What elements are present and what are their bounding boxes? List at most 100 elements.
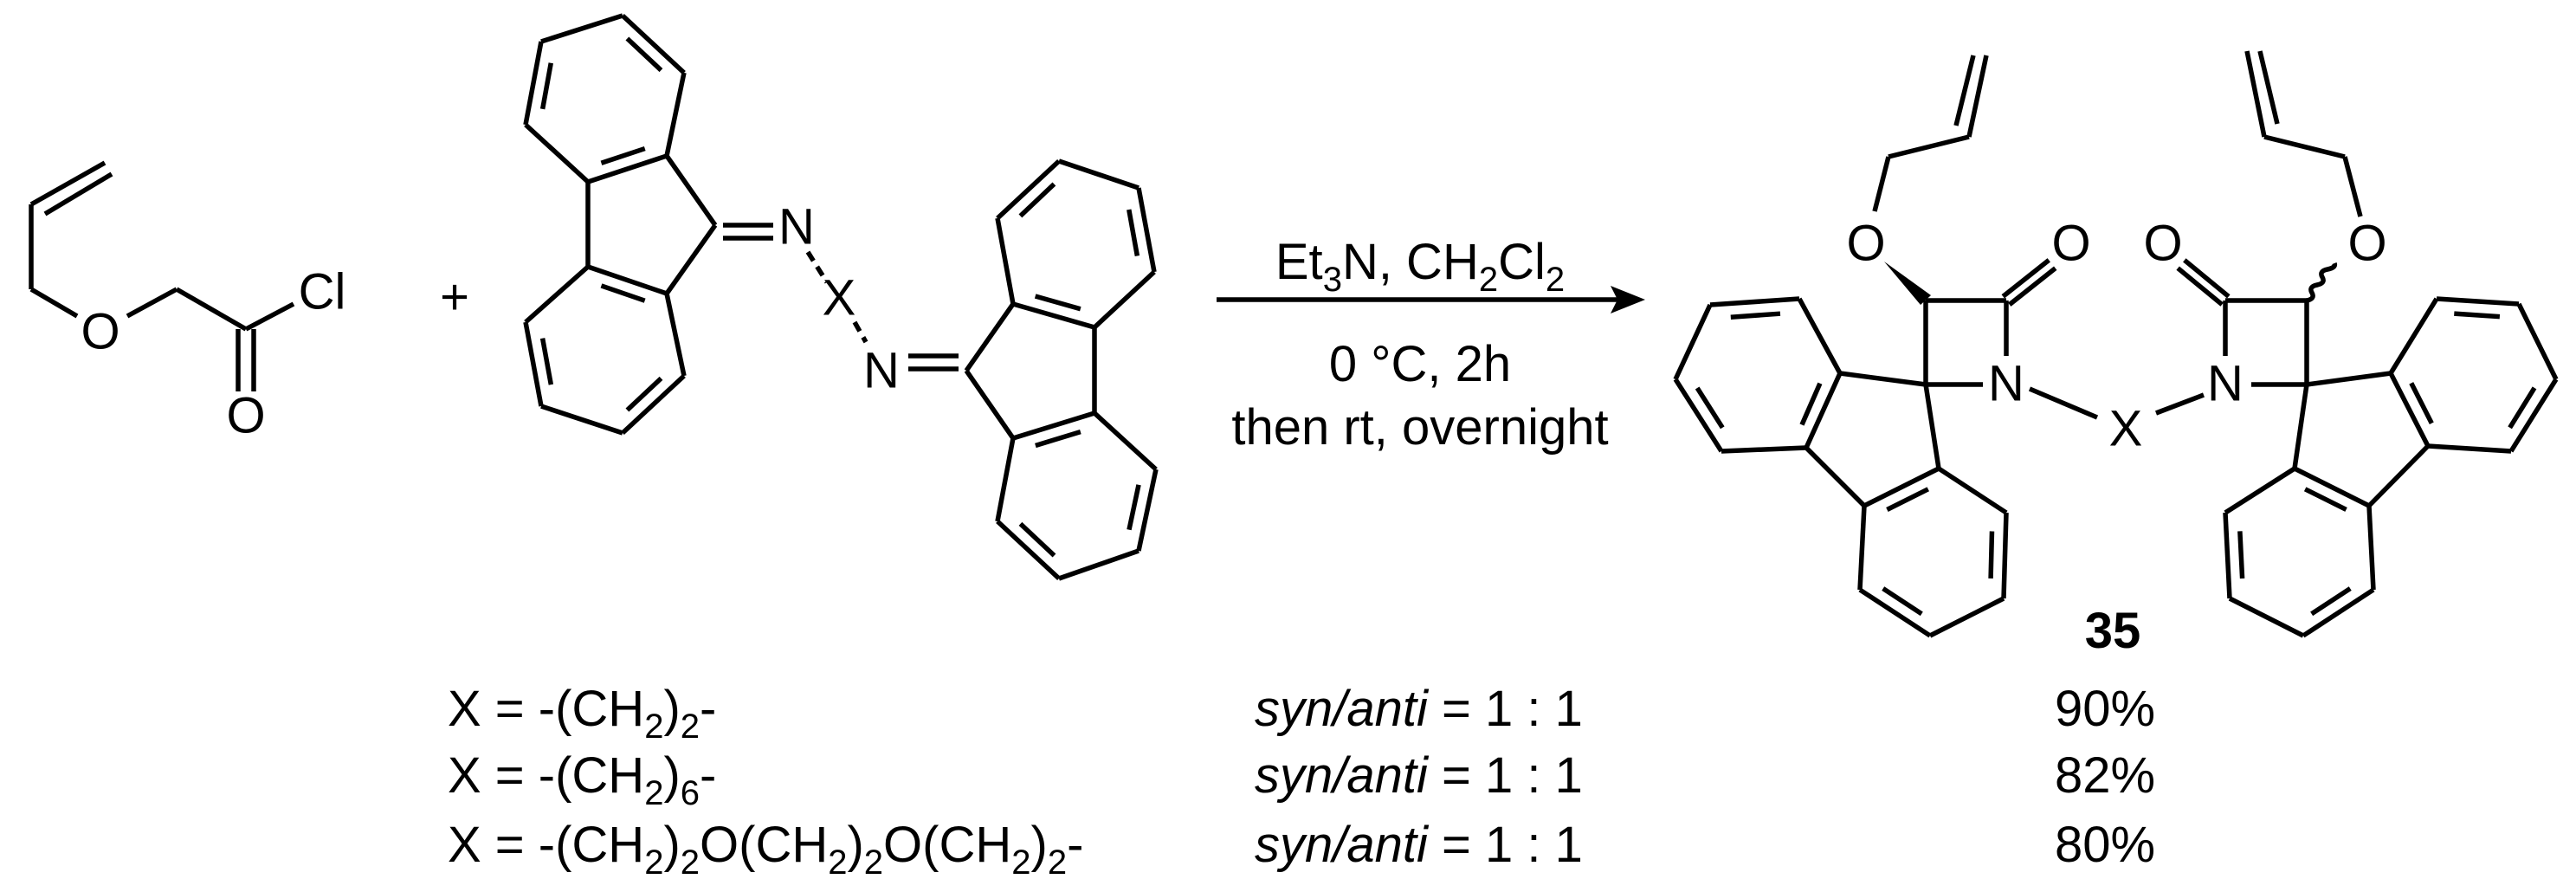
chain-bond [29,287,79,319]
ratio-label: syn/anti [1255,747,1430,804]
fluorene-ring-bond [1937,466,2008,515]
ratio-value: = 1 : 1 [1442,747,1583,804]
bond [664,154,718,227]
fluorene-ring-bond [664,293,687,377]
stereo-wedge [1884,262,1931,305]
bond [1923,384,1941,469]
bond [2292,384,2309,469]
atom-o-allyl-left: O [1846,216,1885,272]
allyl-bond [1872,156,1891,212]
atom-o-ether: O [81,304,119,360]
fluorene-ring-bond [2516,302,2559,381]
fluorene-ring-inner-bond [1034,294,1081,312]
fluorene-ring-bond [540,13,623,44]
fluorene-ring-bond [587,153,668,184]
fluorene-ring-bond [2001,512,2009,599]
bond [2367,444,2430,507]
fluorene-ring-bond [995,217,1016,305]
vinyl-inner-bond [2257,50,2280,125]
fluorene-ring-inner-bond [1988,531,1995,579]
fluorene-ring-inner-bond [1730,311,1781,320]
fluorene-ring-inner-bond [625,376,663,412]
results-row: X = -(CH2)2O(CH2)2O(CH2)2- syn/anti = 1 … [448,817,2155,882]
chain-bond [126,287,178,319]
fluorene-ring-inner-bond [1127,484,1141,531]
atom-o-carbonyl: O [226,388,265,444]
fluorene-ring-bond [2388,297,2439,375]
ratio-value: = 1 : 1 [1442,817,1583,873]
fluorene-ring-bond [1709,296,1800,307]
fluorene-ring-bond [523,41,544,126]
fluorene-ring-bond [587,264,668,296]
fluorene-ring-bond [2293,466,2371,508]
fluorene-ring-inner-bond [2237,531,2245,579]
atom-n2: N [863,343,900,399]
vinyl-inner-bond [43,171,113,217]
arrowhead-icon [1611,286,1645,313]
fluorene-ring-bond [1058,158,1140,191]
atom-o-carbonyl-right: O [2143,216,2182,272]
linker-bond [805,250,830,284]
fluorene-ring-inner-bond [2454,311,2501,320]
vinyl-bond [1966,55,1989,138]
fluorene-ring-inner-bond [1127,209,1140,256]
wavy-bond [2306,262,2338,303]
bond [664,223,718,295]
linker-bond [852,320,868,344]
condition-step-1: 0 °C, 2h [1329,336,1511,392]
fluorene-ring-inner-bond [2508,386,2537,430]
fluorene-ring-bond [2224,466,2296,515]
fluorene-ring-bond [1136,187,1157,273]
c-cl-bond [244,301,295,332]
linker-bond [2028,386,2099,420]
reactant-allyloxyacetyl-chloride: O O Cl [81,264,345,444]
yield: 82% [2055,747,2155,804]
reaction-conditions: Et3N, CH2Cl2 0 °C, 2h then rt, overnight [1231,234,1608,456]
fluorene-ring-inner-bond [1018,182,1056,218]
results-row: X = -(CH2)6- syn/anti = 1 : 1 82% [448,747,2155,812]
fluorene-ring-bond [996,519,1061,581]
fluorene-ring-bond [1058,548,1140,581]
fluorene-ring-bond [996,158,1061,221]
fluorene-ring-bond [2223,512,2232,599]
fluorene-ring-inner-bond [2310,586,2352,617]
ratio: syn/anti = 1 : 1 [1255,681,1583,737]
fluorene-ring-inner-bond [1799,382,1823,426]
atom-n-left: N [1988,356,2024,412]
vinyl-bond [2244,50,2267,138]
fluorene-ring-bond [1012,410,1095,441]
fluorene-ring-bond [1136,469,1159,552]
vinyl-inner-bond [1953,55,1976,126]
atom-o-allyl-right: O [2347,216,2386,272]
carbonyl-bond [2008,266,2057,307]
fluorene-ring-bond [621,373,686,436]
bond [1839,371,1927,387]
fluorene-ring-bond [540,404,623,436]
linker-bond [2155,392,2205,416]
results-row: X = -(CH2)2- syn/anti = 1 : 1 90% [448,681,2155,746]
fluorene-ring-bond [2366,505,2376,591]
bond [964,302,1016,372]
fluorene-ring-bond [1721,445,1807,454]
fluorene-ring-inner-bond [539,62,553,110]
allyl-bond [2342,156,2363,217]
fluorene-ring-inner-bond [1695,386,1725,430]
condition-step-2: then rt, overnight [1231,399,1608,456]
fluorene-ring-inner-bond [600,283,646,303]
bond [1804,446,1866,507]
fluorene-ring-bond [1673,378,1724,453]
linker-definition: X = -(CH2)6- [448,747,716,812]
fluorene-ring-inner-bond [2409,382,2434,425]
fluorene-ring-inner-bond [539,338,554,385]
fluorene-ring-bond [1093,269,1156,330]
fluorene-ring-bond [1804,372,1843,449]
fluorene-ring-bond [1863,466,1940,508]
fluorene-ring-bond [1012,301,1095,330]
fluorene-ring-inner-bond [2303,487,2347,512]
fluorene-ring-bond [2302,587,2375,638]
fluorene-ring-bond [1797,297,1843,375]
fluorene-ring-bond [621,13,686,75]
ratio-label: syn/anti [1255,817,1430,873]
linker-definition: X = -(CH2)2O(CH2)2O(CH2)2- [448,817,1083,882]
